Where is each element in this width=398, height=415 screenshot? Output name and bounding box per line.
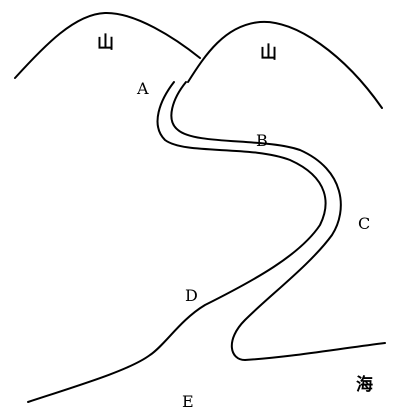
right-mountain-outline (187, 20, 383, 109)
point-e-label: E (182, 392, 194, 411)
right-mountain-label: 山 (260, 43, 277, 63)
point-a-label: A (136, 79, 149, 98)
river-left-bank (27, 81, 327, 403)
sea-label: 海 (356, 374, 373, 395)
point-b-label: B (256, 131, 268, 150)
point-c-label: C (358, 214, 370, 233)
point-d-label: D (185, 286, 198, 305)
left-mountain-outline (14, 11, 201, 79)
river-right-bank (170, 81, 386, 361)
left-mountain-label: 山 (97, 33, 114, 53)
